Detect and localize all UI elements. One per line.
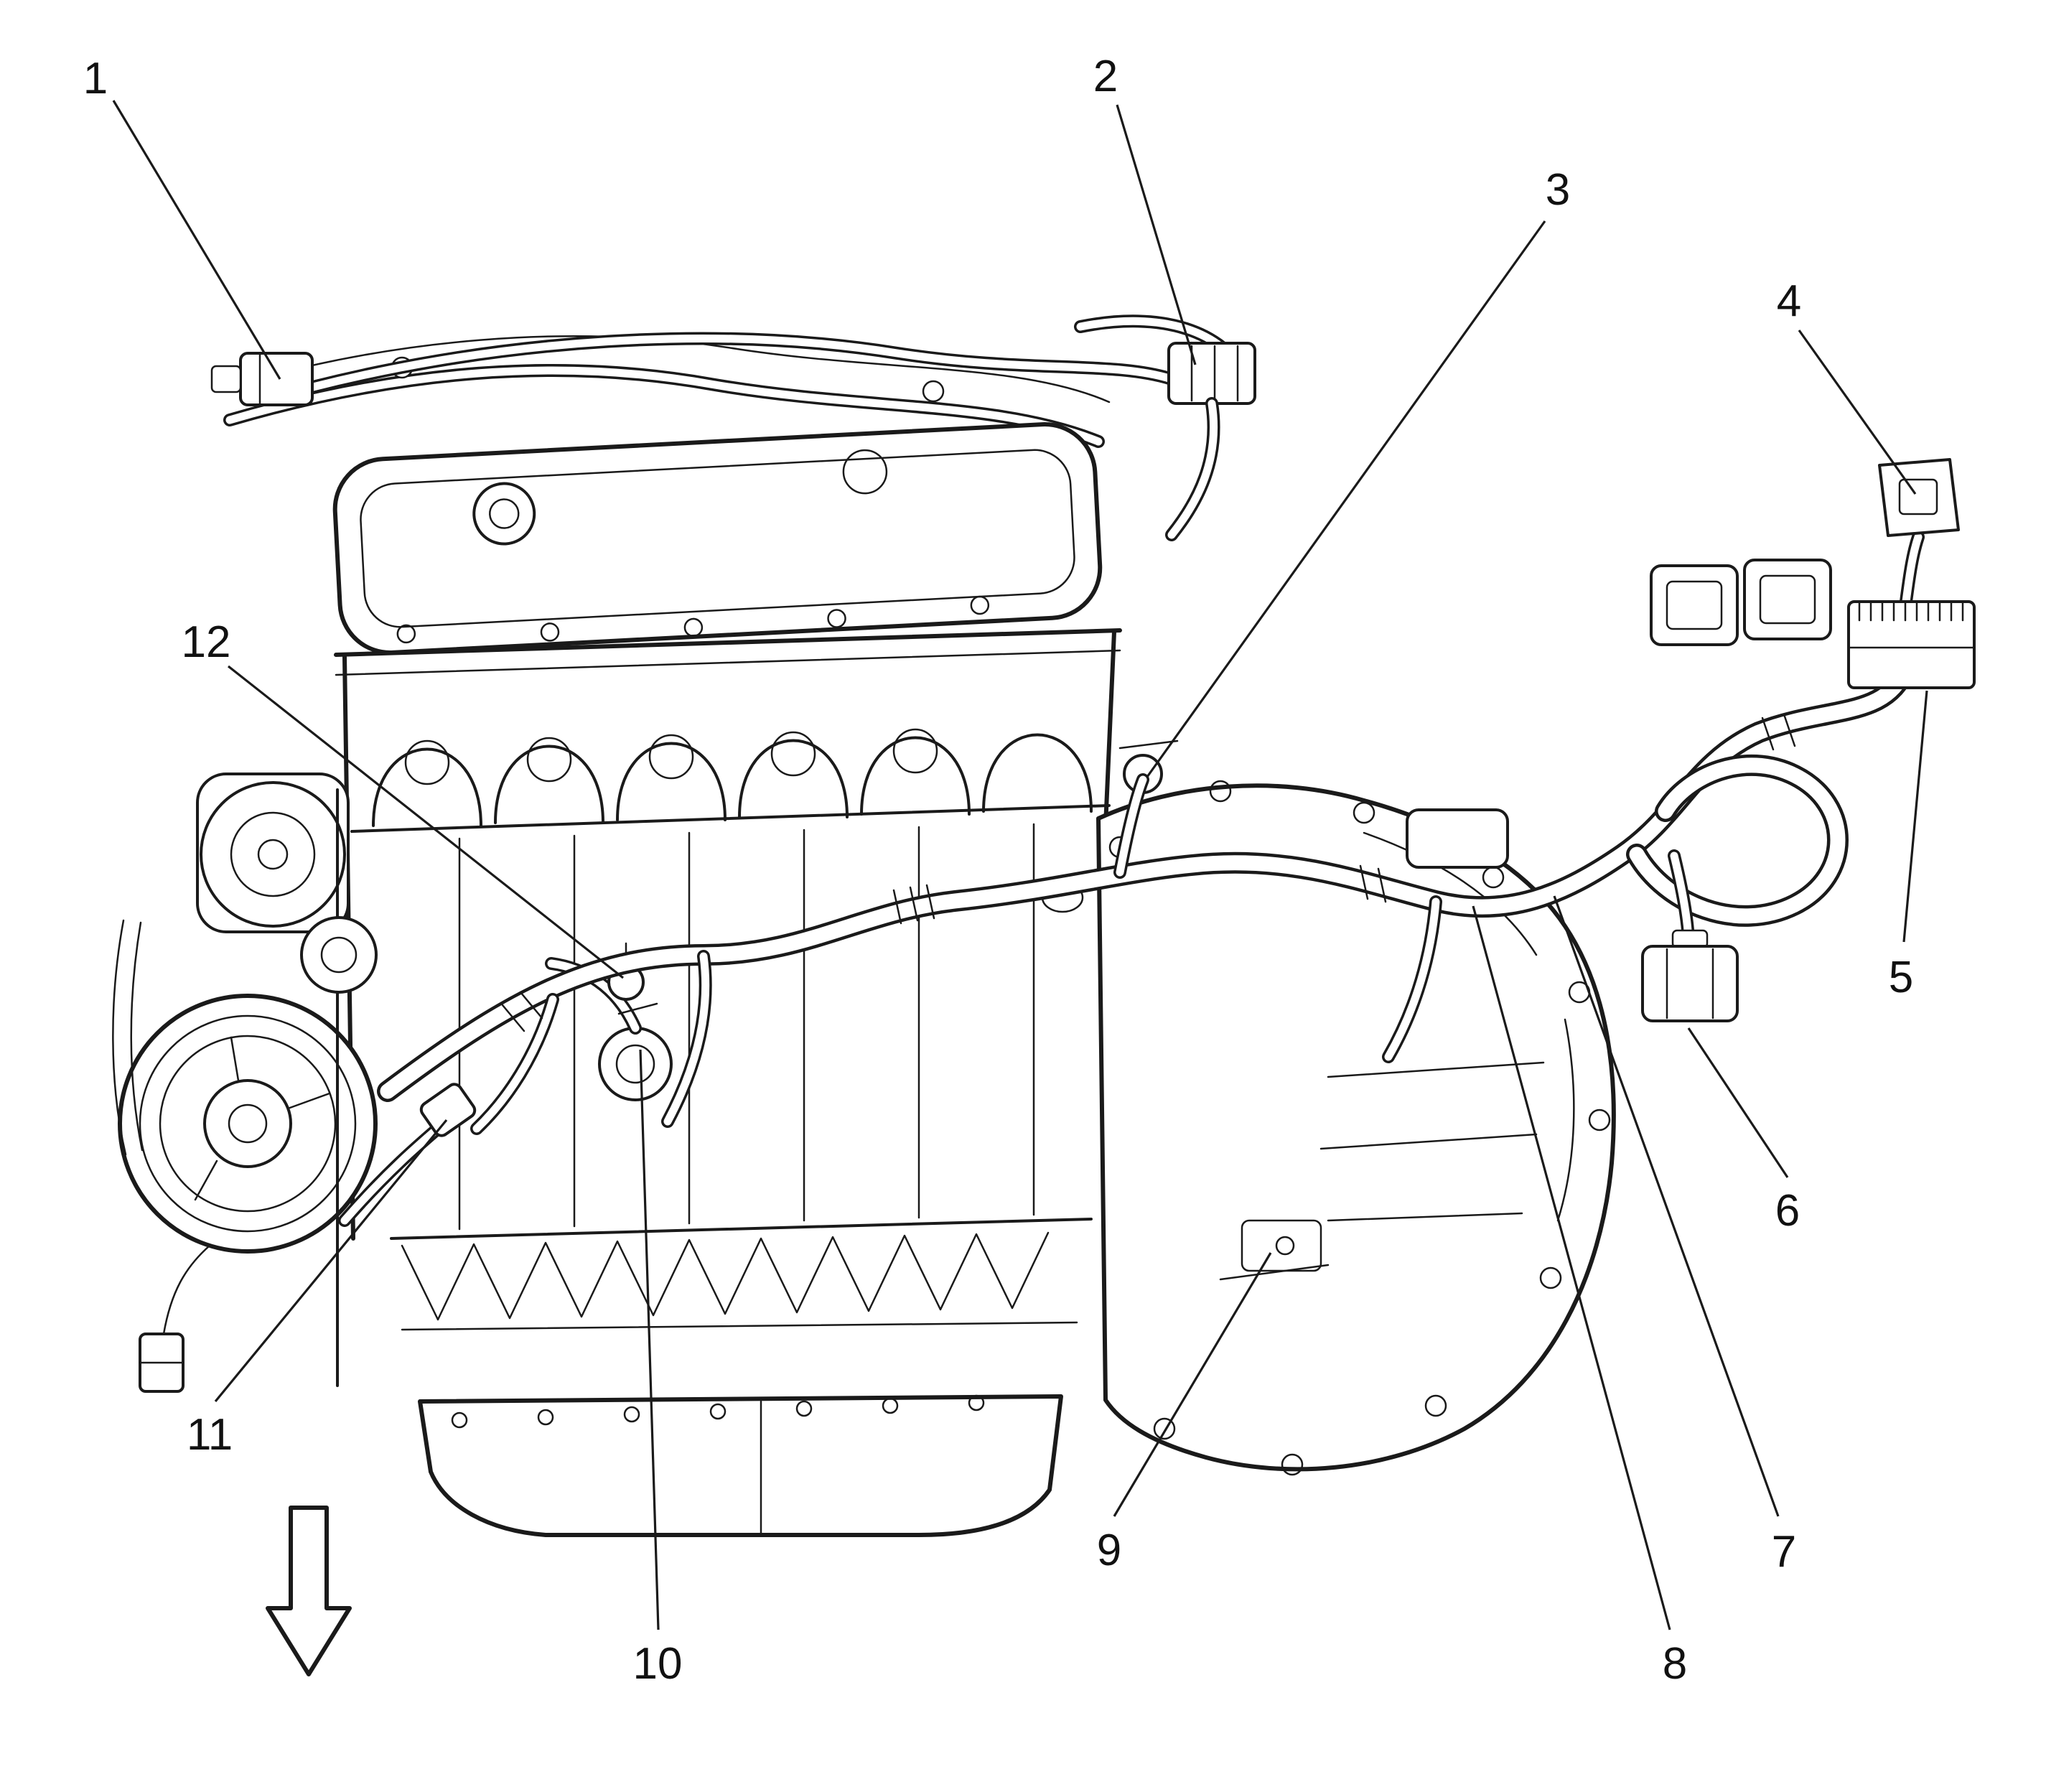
- callout-5-label: 5: [1889, 953, 1913, 1002]
- oil-pan: [418, 1394, 1063, 1537]
- starter-area: [1219, 1219, 1330, 1281]
- intake-runners: [350, 728, 1111, 833]
- callout-4-leader: [1798, 330, 1917, 495]
- front-accessories: [112, 773, 378, 1393]
- callout-5-leader: [1902, 690, 1928, 943]
- transmission: [1096, 780, 1616, 1476]
- callout-3-leader: [1146, 220, 1546, 778]
- connector-2: [1165, 342, 1256, 541]
- harness-wrap-ticks: [501, 713, 1796, 1032]
- dangling-connector: [139, 1244, 211, 1393]
- connector-4-body: [1878, 458, 1960, 537]
- callout-12-leader: [228, 665, 624, 979]
- callout-7-label: 7: [1772, 1527, 1796, 1577]
- connector-1: [210, 352, 314, 406]
- callout-leaders: [112, 100, 1928, 1630]
- callout-4-label: 4: [1777, 276, 1801, 326]
- callout-10-leader: [639, 1049, 660, 1630]
- callout-9-label: 9: [1097, 1526, 1121, 1575]
- callout-10-label: 10: [633, 1639, 683, 1689]
- engine-block: [342, 630, 1116, 1241]
- wiring-harness: [377, 531, 1925, 1135]
- twin-connector-right: [1743, 559, 1832, 640]
- line-clip: [338, 1083, 477, 1227]
- ribbed-module: [1847, 600, 1976, 689]
- engine-line-art: [112, 314, 1976, 1537]
- callout-1-label: 1: [83, 54, 108, 103]
- callout-12-label: 12: [182, 617, 231, 667]
- callout-2-leader: [1116, 104, 1197, 365]
- callout-6-leader: [1687, 1027, 1789, 1178]
- callout-3-label: 3: [1546, 165, 1570, 215]
- callout-11-leader: [214, 1119, 448, 1403]
- callout-2-label: 2: [1093, 52, 1118, 101]
- cylinder-head: [334, 628, 1122, 676]
- down-arrow-icon: [266, 1506, 352, 1676]
- callout-9-leader: [1113, 1252, 1272, 1517]
- callout-6-label: 6: [1775, 1186, 1800, 1236]
- callout-1-leader: [112, 100, 281, 380]
- valve-cover: [332, 422, 1103, 655]
- callout-11-label: 11: [187, 1410, 233, 1460]
- callout-8-leader: [1472, 905, 1671, 1630]
- lower-fins: [390, 1218, 1093, 1331]
- twin-connector-left: [1650, 564, 1739, 646]
- callout-8-label: 8: [1663, 1639, 1687, 1689]
- callout-7-leader: [1553, 895, 1780, 1517]
- connector-6-body: [1641, 929, 1739, 1022]
- callout-labels: 1 2 3 4 5 6 7 8 9 10 11 12: [83, 52, 1913, 1689]
- top-harness: [304, 332, 1178, 394]
- right-connectors: [1641, 458, 1976, 1022]
